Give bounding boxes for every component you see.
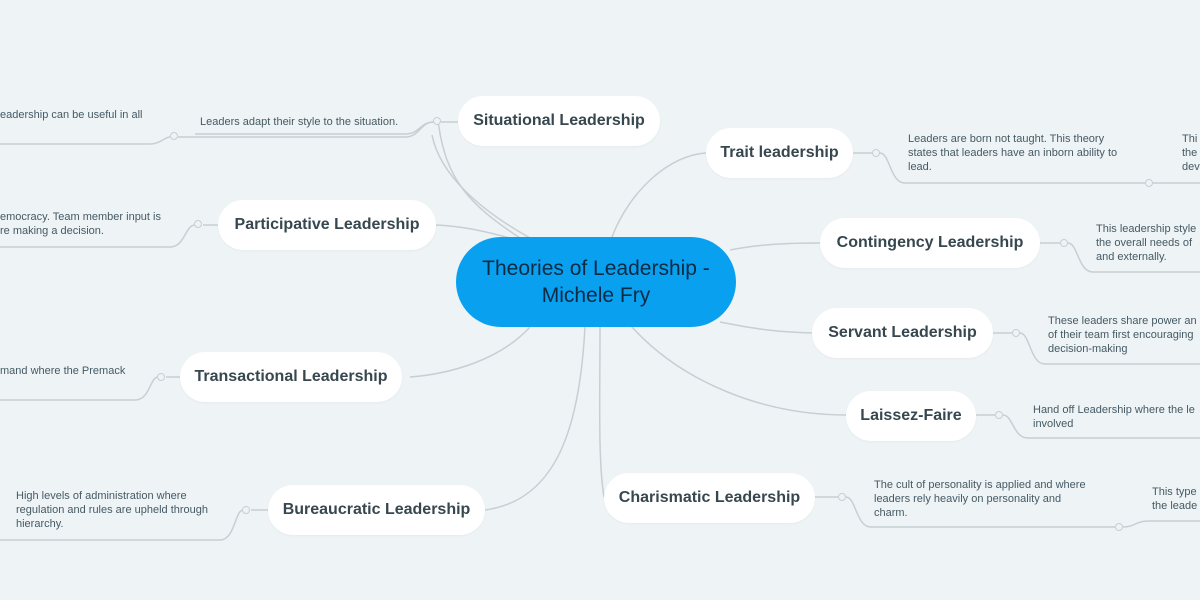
note-contingency: This leadership style the overall needs … bbox=[1096, 223, 1197, 263]
collapse-dot-situational-sub[interactable] bbox=[170, 132, 178, 140]
topic-situational-leadership[interactable]: Situational Leadership bbox=[458, 96, 660, 146]
collapse-dot-charismatic-sub[interactable] bbox=[1115, 523, 1123, 531]
note-laissez: Hand off Leadership where the le involve… bbox=[1033, 404, 1195, 430]
collapse-dot-bureaucratic[interactable] bbox=[242, 506, 250, 514]
collapse-dot-trait[interactable] bbox=[872, 149, 880, 157]
collapse-dot-charismatic[interactable] bbox=[838, 493, 846, 501]
link-laissez bbox=[631, 326, 847, 416]
topic-bureaucratic-leadership[interactable]: Bureaucratic Leadership bbox=[268, 485, 485, 535]
link-contingency bbox=[729, 242, 821, 251]
note-trait-sub: Thi the dev bbox=[1182, 133, 1200, 173]
note-charismatic: The cult of personality is applied and w… bbox=[874, 479, 1086, 519]
topic-charismatic-leadership[interactable]: Charismatic Leadership bbox=[604, 473, 815, 523]
note-participative-sub: emocracy. Team member input is re making… bbox=[0, 211, 161, 237]
link-bureaucratic bbox=[484, 326, 586, 511]
note-trait: Leaders are born not taught. This theory… bbox=[908, 133, 1118, 173]
link-situational bbox=[431, 134, 531, 239]
link-situational-upper bbox=[437, 119, 521, 239]
collapse-dot-laissez[interactable] bbox=[995, 411, 1003, 419]
topic-transactional-leadership[interactable]: Transactional Leadership bbox=[180, 352, 402, 402]
central-topic[interactable]: Theories of Leadership - Michele Fry bbox=[456, 237, 736, 327]
collapse-dot-participative[interactable] bbox=[194, 220, 202, 228]
collapse-dot-trait-sub[interactable] bbox=[1145, 179, 1153, 187]
collapse-dot-contingency[interactable] bbox=[1060, 239, 1068, 247]
collapse-dot-situational[interactable] bbox=[433, 117, 441, 125]
note-situational-sub: eadership can be useful in all bbox=[0, 109, 143, 121]
link-participative bbox=[435, 224, 511, 239]
note-situational: Leaders adapt their style to the situati… bbox=[200, 116, 399, 128]
note-bureaucratic: High levels of administration where regu… bbox=[16, 490, 209, 530]
topic-laissez-faire[interactable]: Laissez-Faire bbox=[846, 391, 976, 441]
link-transactional bbox=[409, 326, 531, 378]
topic-participative-leadership[interactable]: Participative Leadership bbox=[218, 200, 436, 250]
topic-trait-leadership[interactable]: Trait leadership bbox=[706, 128, 853, 178]
link-trait bbox=[611, 152, 707, 238]
note-transactional-sub: mand where the Premack bbox=[0, 365, 126, 377]
link-charismatic bbox=[598, 326, 605, 498]
collapse-dot-transactional[interactable] bbox=[157, 373, 165, 381]
link-servant bbox=[719, 321, 813, 334]
topic-contingency-leadership[interactable]: Contingency Leadership bbox=[820, 218, 1040, 268]
note-charismatic-sub: This type the leade bbox=[1152, 486, 1198, 512]
note-servant: These leaders share power an of their te… bbox=[1048, 315, 1197, 355]
collapse-dot-servant[interactable] bbox=[1012, 329, 1020, 337]
topic-servant-leadership[interactable]: Servant Leadership bbox=[812, 308, 993, 358]
